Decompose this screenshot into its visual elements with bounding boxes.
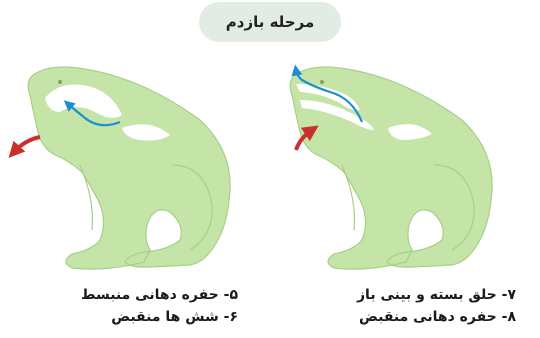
caption-right: ۷- حلق بسته و بینی باز ۸- حفره دهانی منق… <box>320 284 516 328</box>
step-7: ۷- حلق بسته و بینی باز <box>320 284 516 306</box>
frog-right <box>290 67 492 269</box>
frog-eye <box>58 80 62 84</box>
step-6: ۶- شش ها منقبض <box>60 306 238 328</box>
frog-left <box>14 67 230 269</box>
caption-left: ۵- حفره دهانی منبسط ۶- شش ها منقبض <box>60 284 238 328</box>
step-8: ۸- حفره دهانی منقبض <box>320 306 516 328</box>
motion-arrow-left <box>14 137 40 152</box>
frog-eye <box>320 80 324 84</box>
step-5: ۵- حفره دهانی منبسط <box>60 284 238 306</box>
